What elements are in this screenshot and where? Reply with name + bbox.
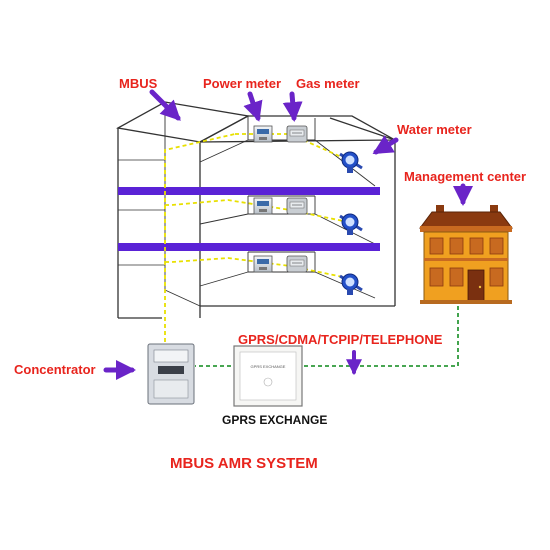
power-meter-label: Power meter [203,76,281,91]
diagram-title: MBUS AMR SYSTEM [170,455,318,472]
mbus-arrow [149,89,181,121]
gprs-exchange-label: GPRS EXCHANGE [222,413,327,427]
floor-slab [118,243,380,251]
floor-slab [118,187,380,195]
management-center-building [419,205,513,304]
gas-meter-label: Gas meter [296,76,360,91]
pointer-arrows [103,89,473,380]
concentrator-device [147,343,195,405]
management-center-label: Management center [404,169,526,184]
water-meter-label: Water meter [397,122,472,137]
power-meter-arrow [243,91,263,122]
mbus-wiring [164,133,349,342]
exchange-panel-text: GPRS EXCHANGE [251,364,286,369]
network-link [195,306,459,367]
gprs-link-label: GPRS/CDMA/TCPIP/TELEPHONE [238,332,443,347]
concentrator-label: Concentrator [14,362,96,377]
water-meter-arrow [372,135,399,155]
mbus-label: MBUS [119,76,158,91]
gas-meter-arrow [282,91,303,122]
gprs-exchange-device: GPRS EXCHANGE [233,345,303,407]
